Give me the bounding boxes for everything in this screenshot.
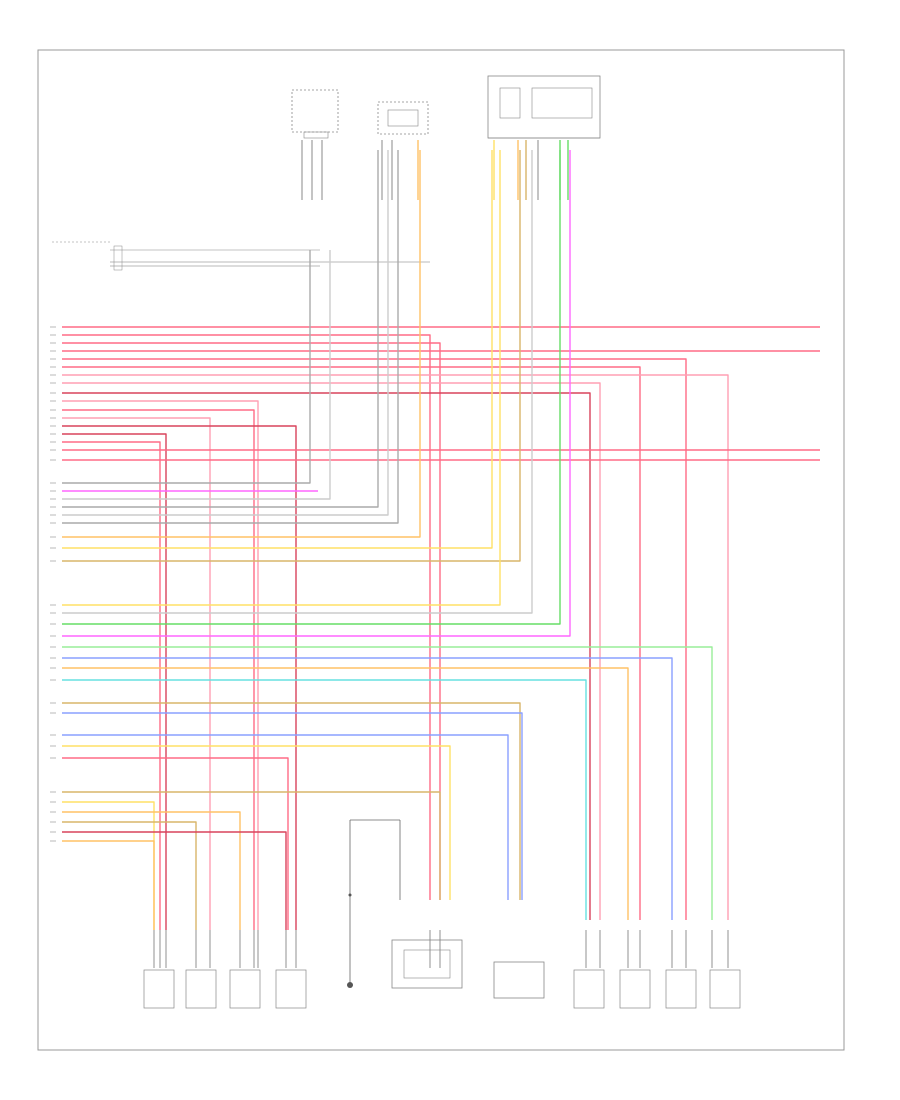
wire xyxy=(62,150,533,614)
wire xyxy=(62,374,729,920)
wire xyxy=(62,702,521,900)
wire xyxy=(62,821,197,930)
wire xyxy=(62,840,155,930)
wire xyxy=(62,441,161,930)
wire xyxy=(62,150,521,562)
wire xyxy=(62,150,501,606)
wire xyxy=(62,433,167,930)
ground-point xyxy=(347,819,401,988)
wire xyxy=(62,679,587,920)
wire xyxy=(62,811,241,930)
left-bus-labels xyxy=(52,241,430,271)
wire xyxy=(62,342,441,900)
wire xyxy=(62,791,441,900)
wire xyxy=(62,400,259,930)
wire xyxy=(62,250,331,500)
diagram-border xyxy=(37,49,845,1051)
wire xyxy=(62,150,571,637)
wire xyxy=(62,358,687,920)
wire xyxy=(62,150,399,524)
wire xyxy=(62,382,601,920)
wire xyxy=(62,150,379,508)
wire xyxy=(62,801,155,930)
wire xyxy=(62,712,523,900)
top-component-center xyxy=(377,101,429,135)
center-module xyxy=(391,939,463,989)
wire xyxy=(62,150,561,625)
wire xyxy=(62,417,211,930)
wire xyxy=(62,150,421,538)
left-injector-group xyxy=(143,969,307,1009)
connector-pin-column xyxy=(50,326,56,842)
wire xyxy=(62,734,509,900)
wire xyxy=(62,366,641,920)
wire xyxy=(62,150,389,516)
top-component-right xyxy=(487,75,601,139)
wire xyxy=(62,250,311,484)
wire xyxy=(62,757,289,930)
wire xyxy=(62,657,673,920)
wire xyxy=(62,646,713,920)
top-component-left xyxy=(291,89,339,139)
wire xyxy=(62,409,255,930)
wire xyxy=(62,425,297,930)
center-sensor xyxy=(493,961,545,999)
wire xyxy=(62,150,493,549)
wire xyxy=(62,667,629,920)
wire-bundle xyxy=(62,140,820,968)
wire xyxy=(62,831,287,930)
wire xyxy=(62,392,591,920)
wire xyxy=(62,334,431,900)
wire xyxy=(62,745,451,900)
right-injector-group xyxy=(573,969,741,1009)
